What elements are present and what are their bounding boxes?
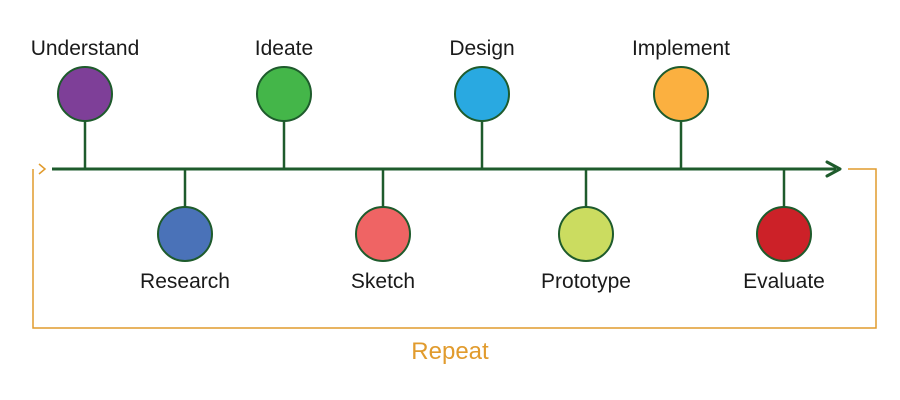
stage-implement: Implement [632,37,730,169]
stage-node [57,66,113,122]
stage-sketch: Sketch [351,169,415,293]
stage-label: Sketch [351,270,415,293]
stage-label: Prototype [541,270,631,293]
stage-node [157,206,213,262]
stages: Understand Research Ideate Sketch Design… [31,37,825,293]
repeat-loop-line [32,168,877,329]
repeat-loop-arrowhead [38,163,47,175]
stage-node [756,206,812,262]
stage-node [355,206,411,262]
stage-label: Understand [31,37,140,60]
stage-evaluate: Evaluate [743,169,825,293]
repeat-label: Repeat [411,338,489,365]
stage-research: Research [140,169,230,293]
stage-node [454,66,510,122]
stage-label: Design [449,37,514,60]
stage-node [558,206,614,262]
stage-label: Implement [632,37,730,60]
stage-label: Research [140,270,230,293]
timeline-arrowhead [825,160,842,178]
stage-label: Evaluate [743,270,825,293]
stage-node [256,66,312,122]
timeline [52,160,842,178]
stage-understand: Understand [31,37,140,169]
stage-label: Ideate [255,37,313,60]
stage-design: Design [449,37,515,169]
repeat-loop: Repeat [32,163,877,365]
stage-prototype: Prototype [541,169,631,293]
stage-node [653,66,709,122]
stage-ideate: Ideate [255,37,313,169]
